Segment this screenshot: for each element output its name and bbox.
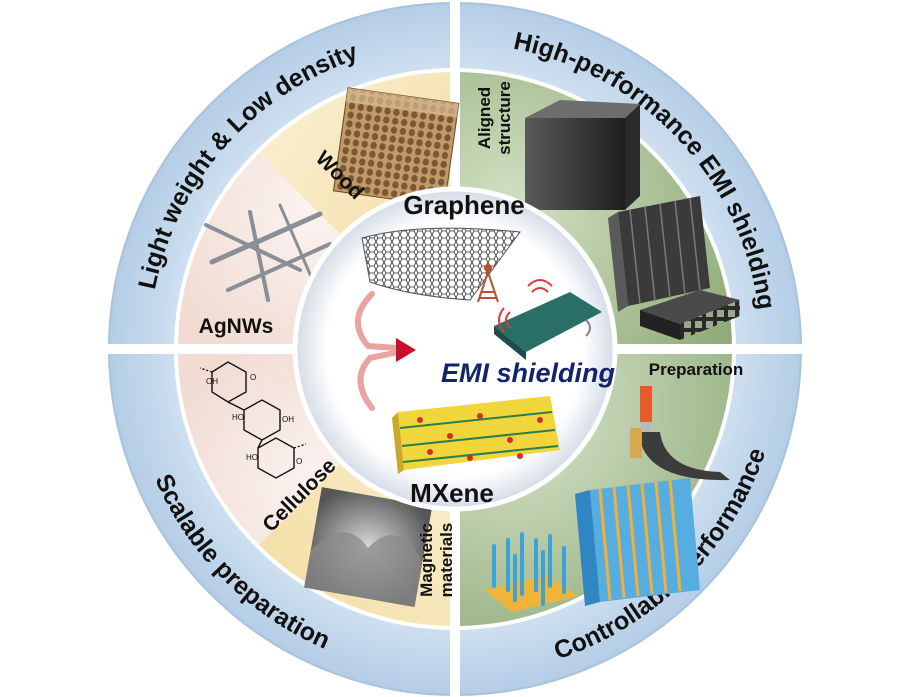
- emi-shielding-label: EMI shielding: [441, 358, 616, 388]
- grid-block-image: [640, 290, 740, 340]
- aligned-structure-image: [525, 100, 640, 210]
- mxene-label: MXene: [410, 478, 494, 508]
- graphene-sheet-image: [361, 227, 521, 301]
- wood-image: [332, 87, 460, 208]
- cellulose-molecule-image: [199, 361, 307, 479]
- svg-text:OH: OH: [206, 377, 218, 386]
- inner-ring-edge: [174, 68, 736, 630]
- shield-sheet-image: [494, 292, 602, 360]
- magnetic-label-line1: Magnetic: [417, 523, 436, 597]
- svg-text:O: O: [296, 457, 302, 466]
- preparation-nozzle-image: [630, 386, 730, 481]
- cellulose-atom-labels: OH O HO OH HO O: [206, 373, 302, 466]
- red-arrow-icon: [354, 291, 416, 411]
- svg-text:OH: OH: [282, 415, 294, 424]
- magnetic-label-line2: materials: [437, 523, 456, 598]
- pillar-array-image: [484, 532, 578, 612]
- preparation-label: Preparation: [649, 360, 743, 379]
- svg-text:O: O: [250, 373, 256, 382]
- signal-waves-icon: [498, 279, 591, 337]
- aligned-label-line2: structure: [495, 81, 514, 155]
- antenna-icon: [477, 264, 499, 303]
- svg-text:HO: HO: [246, 453, 258, 462]
- layered-block-image: [575, 478, 700, 606]
- agnws-label: AgNWs: [199, 315, 274, 338]
- agnws-image: [204, 203, 332, 302]
- lamellar-block-image: [608, 196, 710, 312]
- svg-text:HO: HO: [232, 413, 244, 422]
- magnetic-materials-image: [304, 487, 433, 607]
- mxene-structure-image: [392, 396, 560, 474]
- aligned-label-line1: Aligned: [475, 87, 494, 149]
- graphene-label: Graphene: [403, 190, 524, 220]
